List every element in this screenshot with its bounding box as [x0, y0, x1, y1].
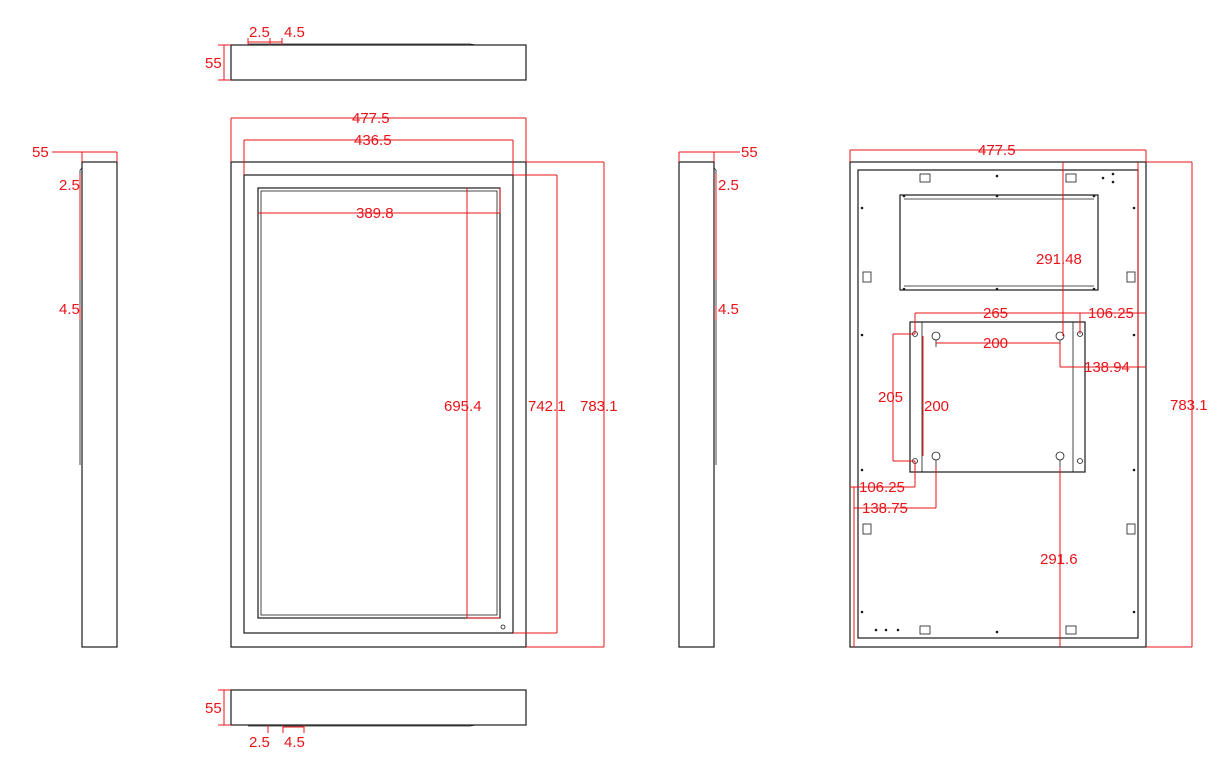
bracket-slot-icon: [1126, 271, 1136, 283]
bracket-slot-icon: [919, 625, 931, 635]
front-display-active: [260, 190, 498, 616]
bracket-slot-icon: [862, 523, 872, 535]
keyhole-icon: [1055, 451, 1065, 467]
front-display-height-label: 695.4: [444, 398, 482, 415]
left-side-view: 55 2.5 4.5: [32, 144, 118, 648]
right-side-view: 55 2.5 4.5: [678, 144, 758, 648]
bottom-bezel-label: 2.5: [249, 734, 270, 751]
back-outer-height-label: 783.1: [1170, 397, 1208, 414]
right-glass-label: 4.5: [718, 301, 739, 318]
bracket-slot-icon: [1126, 523, 1136, 535]
front-inner-width-label: 436.5: [354, 132, 392, 149]
keyhole-icon: [931, 331, 941, 347]
keyhole-icon: [931, 451, 941, 467]
back-hole-span-label: 265: [983, 305, 1008, 322]
bracket-slot-icon: [1065, 173, 1077, 183]
back-view: 477.5 783.1 291.48 265 106.25 200 138.94…: [849, 142, 1208, 648]
back-electronics-box: [899, 194, 1099, 291]
front-display-width-label: 389.8: [356, 205, 394, 222]
screw-hole-icon: [1077, 458, 1083, 464]
front-bezel: [243, 174, 514, 634]
top-view-chamfer: [469, 43, 477, 46]
back-outer-frame: [849, 161, 1147, 648]
back-vesa-v-label: 200: [924, 398, 949, 415]
back-left-offset-2-label: 138.75: [862, 500, 908, 517]
back-hole-v-label: 205: [878, 389, 903, 406]
bracket-slot-icon: [862, 271, 872, 283]
right-side-body: [678, 161, 715, 648]
bracket-slot-icon: [1065, 625, 1077, 635]
bottom-view-body: [230, 689, 527, 726]
back-panel: [857, 169, 1139, 639]
front-display-outer: [257, 187, 501, 619]
bottom-view: 2.5 4.5 55: [205, 689, 527, 751]
top-view: 2.5 4.5 55: [205, 24, 527, 81]
top-depth-label: 55: [205, 55, 222, 72]
top-glass-label: 4.5: [284, 24, 305, 41]
bracket-slot-icon: [919, 173, 931, 183]
front-view: 477.5 436.5 389.8 695.4 742.1 783.1: [230, 110, 618, 648]
left-bezel-label: 2.5: [59, 177, 80, 194]
top-view-body: [230, 44, 527, 81]
back-right-offset-2-label: 138.94: [1084, 359, 1130, 376]
front-inner-height-label: 742.1: [528, 398, 566, 415]
left-side-body: [81, 161, 118, 648]
left-glass-label: 4.5: [59, 301, 80, 318]
right-bezel-label: 2.5: [718, 177, 739, 194]
back-left-offset-1-label: 106.25: [859, 479, 905, 496]
back-outer-width-label: 477.5: [978, 142, 1016, 159]
back-box-offset-label: 291.48: [1036, 251, 1082, 268]
bottom-view-chamfer: [469, 724, 477, 727]
back-vesa-h-label: 200: [983, 335, 1008, 352]
top-bezel-label: 2.5: [249, 24, 270, 41]
front-indicator-dot: [500, 624, 506, 630]
right-depth-label: 55: [741, 144, 758, 161]
back-bottom-offset-label: 291.6: [1040, 551, 1078, 568]
front-outer-height-label: 783.1: [580, 398, 618, 415]
bottom-depth-label: 55: [205, 700, 222, 717]
back-right-offset-1-label: 106.25: [1088, 305, 1134, 322]
bottom-glass-label: 4.5: [284, 734, 305, 751]
front-outer-frame: [230, 161, 527, 648]
front-outer-width-label: 477.5: [352, 110, 390, 127]
left-depth-label: 55: [32, 144, 49, 161]
